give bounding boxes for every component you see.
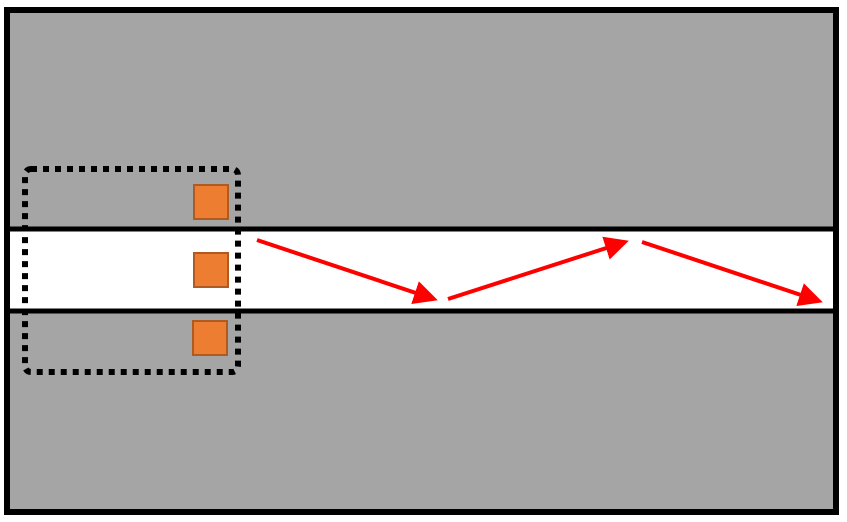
arrow-1 [256,238,438,305]
arrow-2 [447,236,629,301]
orange-marker-bottom [192,320,228,356]
outer-border [4,7,839,515]
arrow-3 [641,240,823,307]
dotted-selection-box [22,166,241,375]
white-channel [10,229,833,311]
orange-marker-top [193,184,229,220]
orange-marker-middle [193,252,229,288]
